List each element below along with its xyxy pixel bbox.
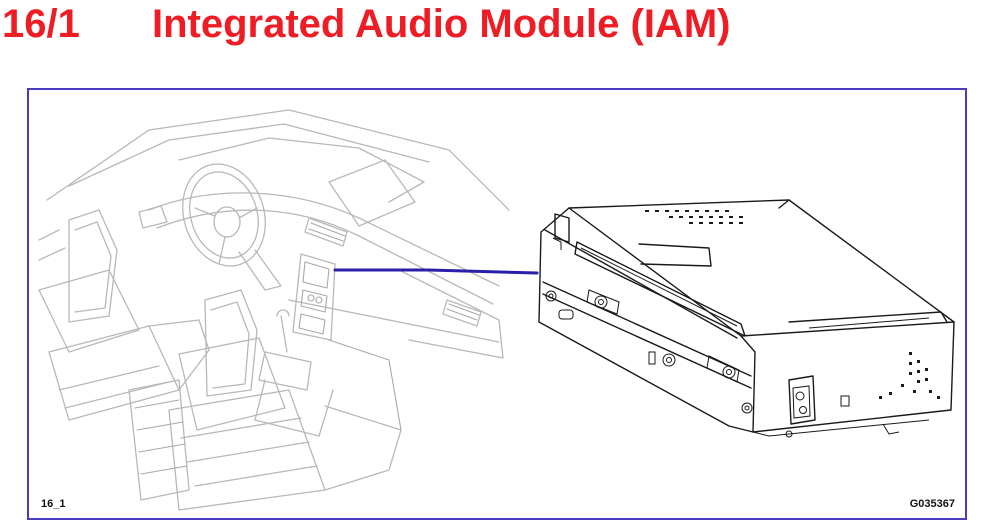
page-header: 16/1 Integrated Audio Module (IAM) [0,0,984,60]
car-interior-illustration [38,109,510,511]
page-title: Integrated Audio Module (IAM) [152,2,731,46]
section-number: 16/1 [2,2,80,46]
audio-module-illustration [538,199,955,438]
image-reference-code: G035367 [909,498,955,510]
figure-id-label: 16_1 [41,498,66,510]
figure-frame: 16_1 G035367 [27,88,967,520]
leader-line [333,268,539,275]
diagram-illustration [38,109,955,511]
